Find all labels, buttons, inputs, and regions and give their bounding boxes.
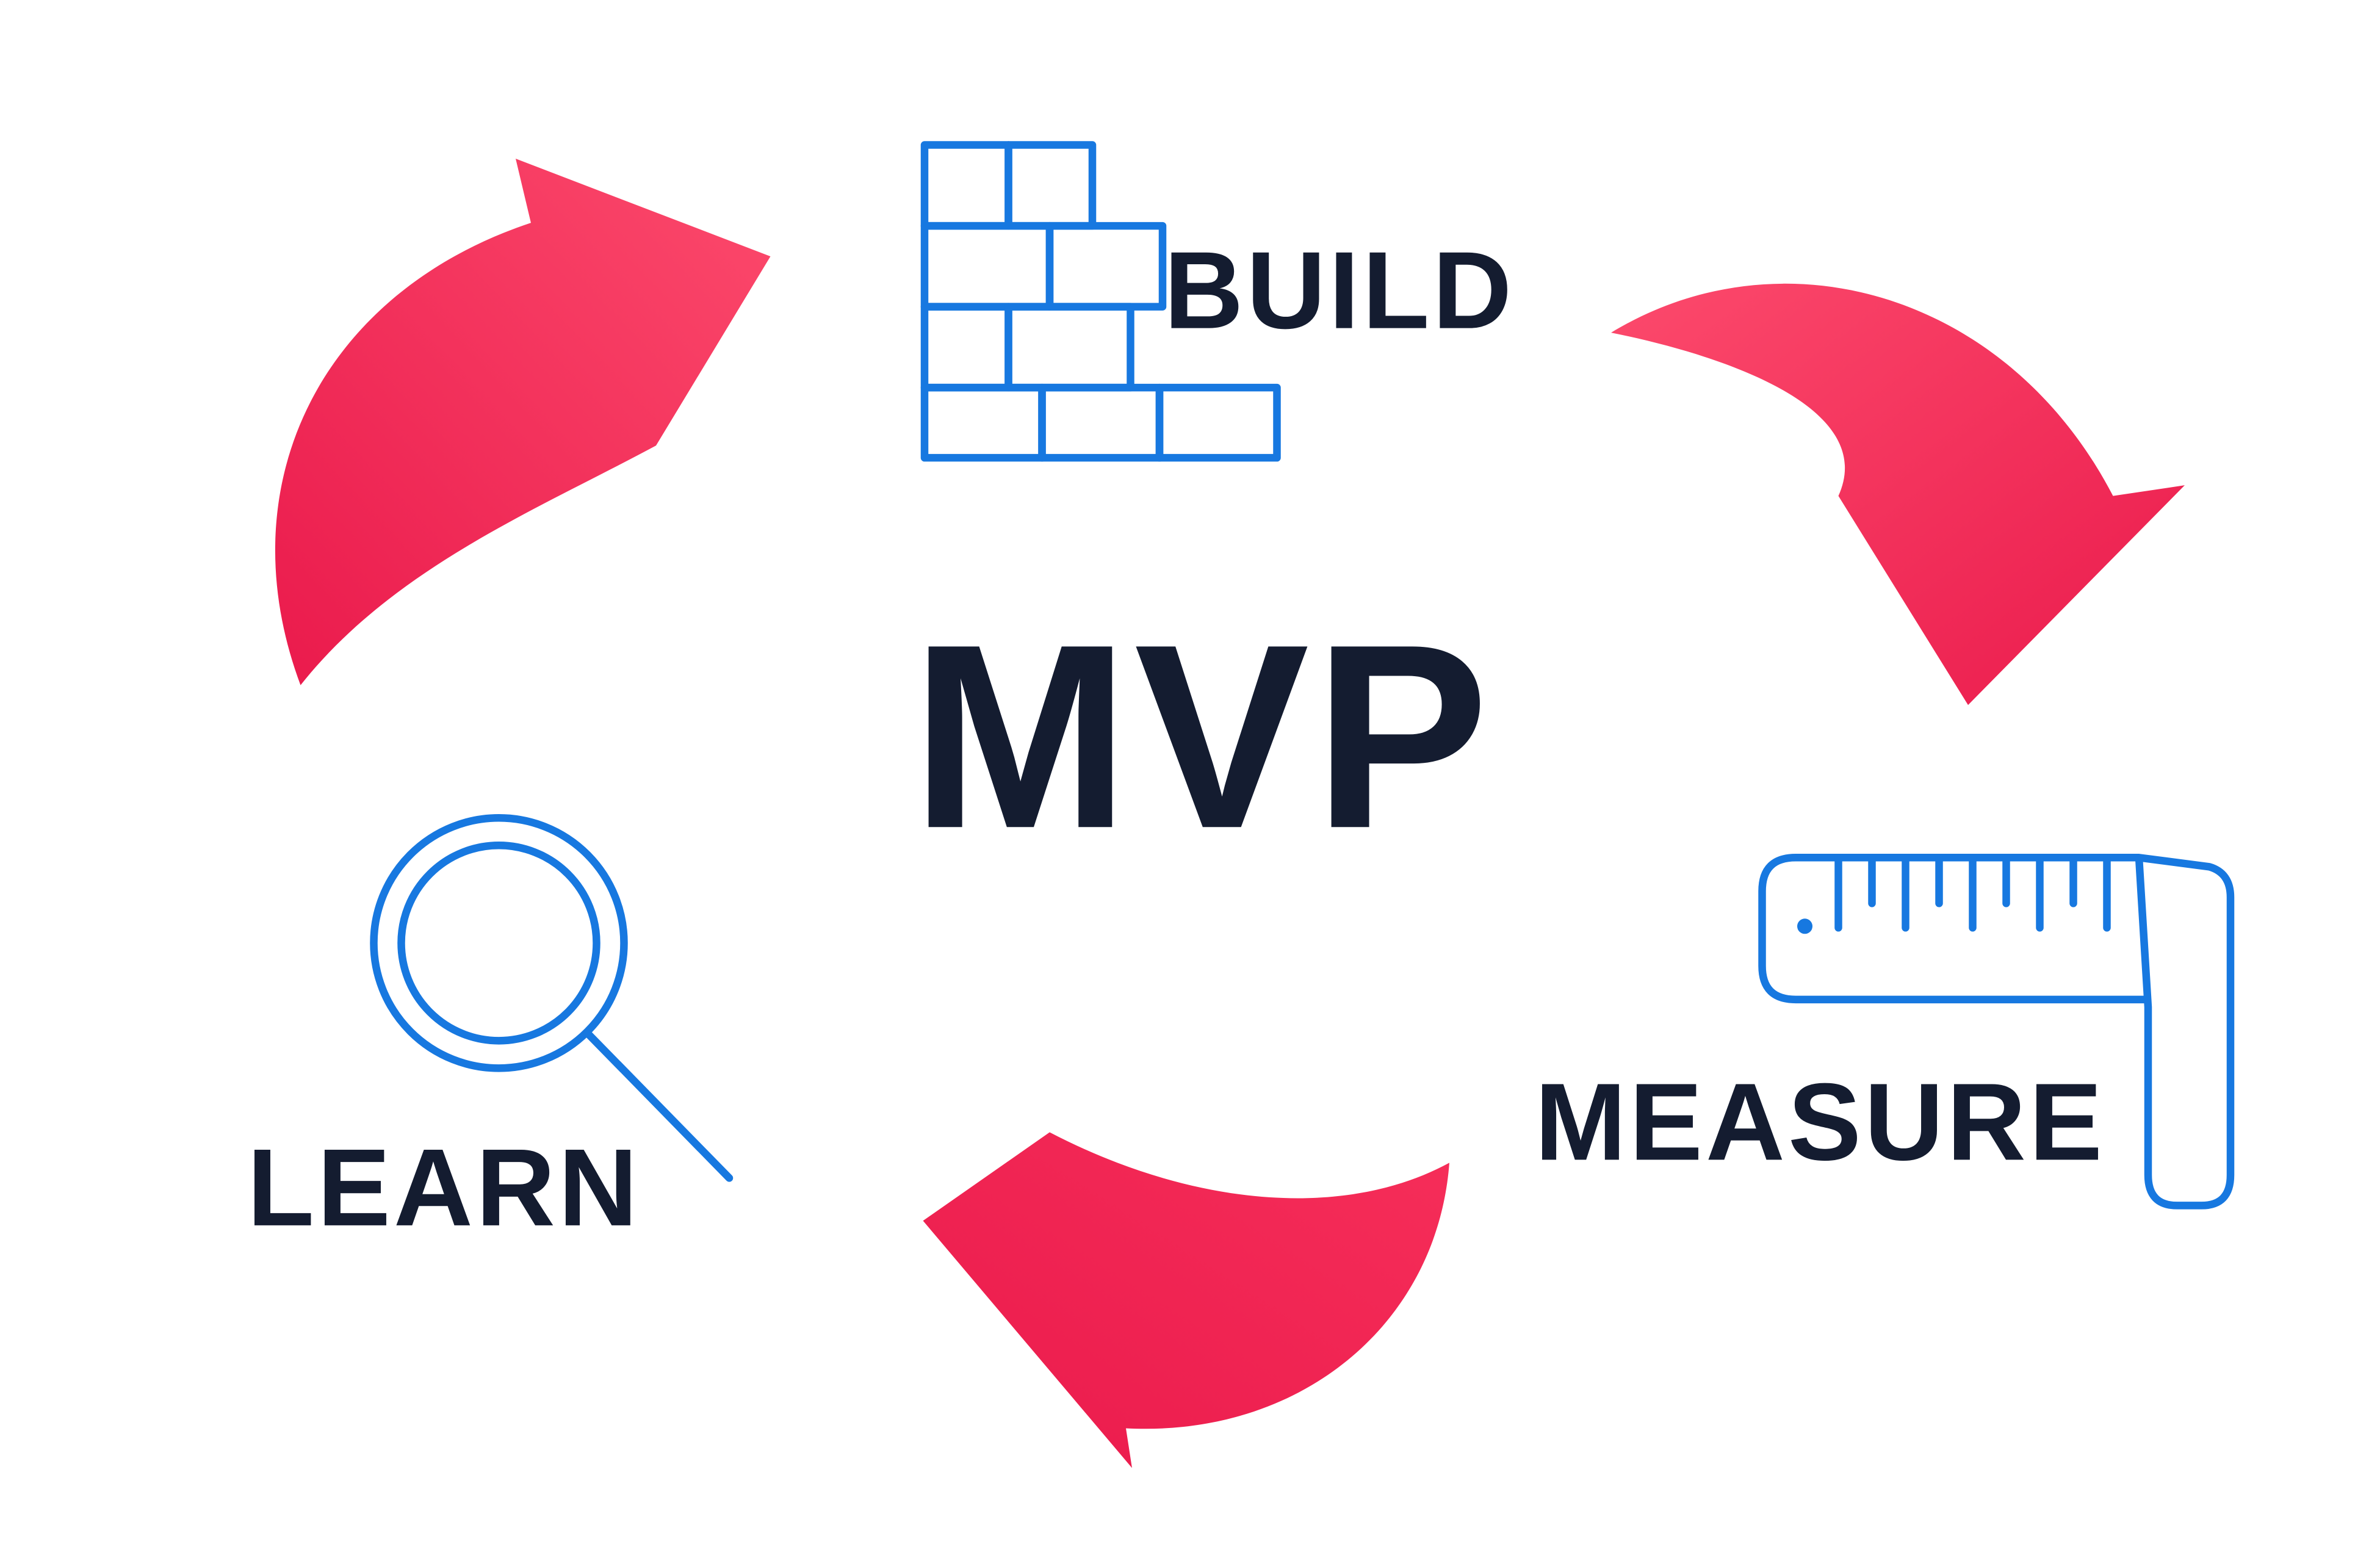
arrow-build-to-measure — [1611, 283, 2185, 705]
measure-label: MEASURE — [1535, 1061, 2105, 1183]
brick — [1045, 222, 1167, 311]
brick — [1004, 141, 1097, 230]
build-label: BUILD — [1164, 229, 1515, 352]
ruler-pivot-dot — [1797, 918, 1812, 934]
brick — [1038, 383, 1164, 462]
brick — [920, 383, 1046, 462]
magnifier-handle — [583, 1029, 734, 1182]
ruler-ticks — [1834, 854, 2111, 932]
arrow-measure-to-learn — [923, 1132, 1449, 1468]
ruler-horizontal-body — [1758, 854, 2148, 1004]
brick — [920, 222, 1054, 311]
center-label: MVP — [911, 590, 1493, 883]
brick — [1155, 383, 1281, 462]
brick — [920, 303, 1012, 392]
magnifier-outer-ring — [370, 814, 628, 1072]
learn-label: LEARN — [247, 1127, 641, 1249]
ruler-folded-leg — [2135, 854, 2235, 1210]
brick — [1004, 303, 1134, 392]
magnifier-inner-ring — [397, 842, 600, 1045]
bricks-icon — [920, 141, 1281, 462]
magnifier-icon — [370, 814, 734, 1182]
arrow-learn-to-build — [275, 159, 771, 685]
brick — [920, 141, 1012, 230]
folding-ruler-icon — [1758, 854, 2235, 1210]
